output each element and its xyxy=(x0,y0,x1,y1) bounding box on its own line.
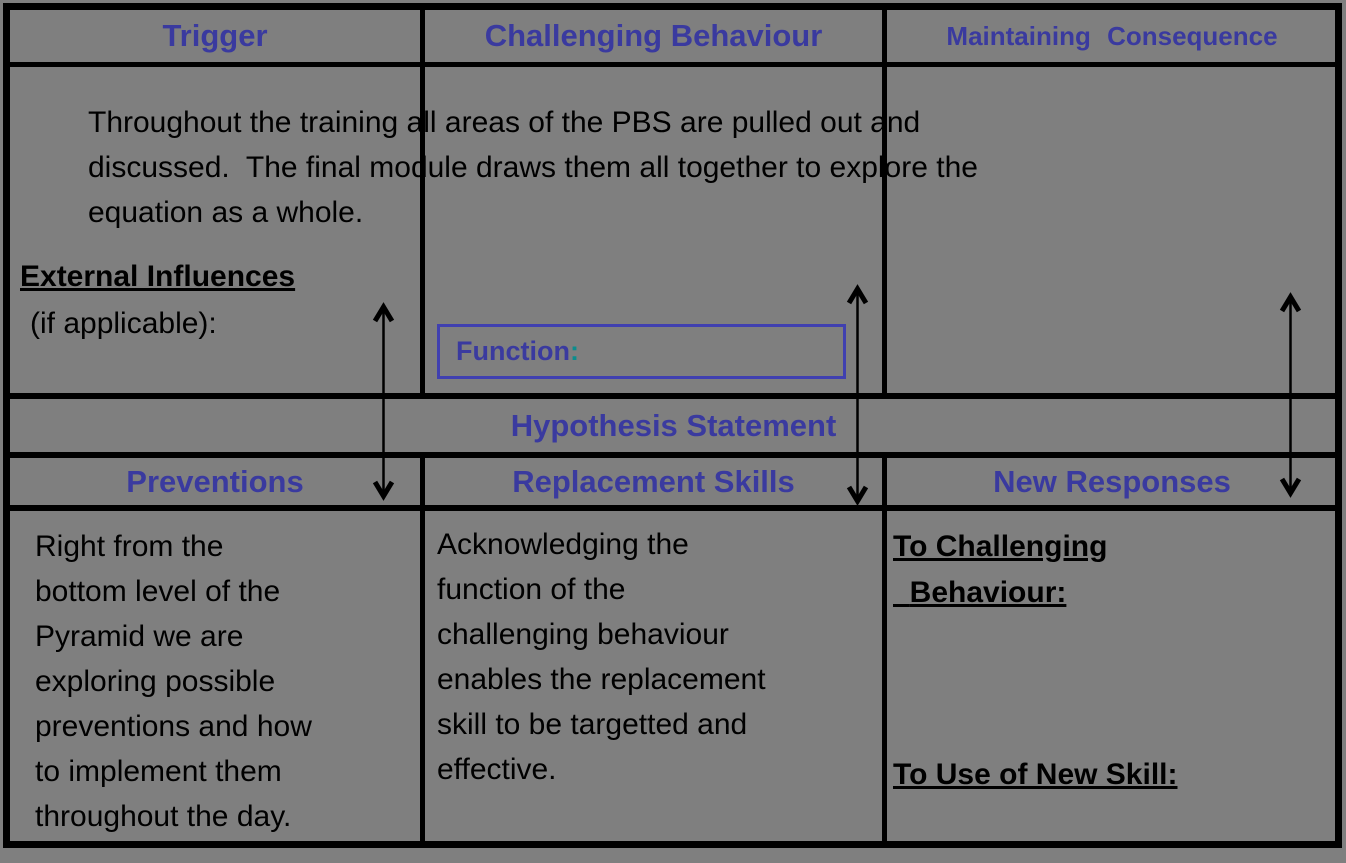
table-line-below-hypothesis xyxy=(3,452,1342,458)
to-use-of-new-skill-label: To Use of New Skill: xyxy=(893,758,1178,791)
external-influences-subtitle: (if applicable): xyxy=(30,307,217,340)
intro-paragraph: Throughout the training all areas of the… xyxy=(88,106,978,229)
header-preventions: Preventions xyxy=(126,463,304,499)
header-trigger: Trigger xyxy=(162,18,268,53)
external-influences-title: External Influences xyxy=(20,260,296,293)
header-challenging-behaviour: Challenging Behaviour xyxy=(484,18,823,53)
header-maintaining-consequence: Maintaining Consequence xyxy=(946,20,1278,51)
column-divider-2-bottom xyxy=(882,458,887,842)
preventions-text: Right from the bottom level of the Pyram… xyxy=(35,530,312,833)
replacement-skills-text: Acknowledging the function of the challe… xyxy=(437,528,766,786)
column-divider-1-bottom xyxy=(420,458,425,842)
to-challenging-behaviour-label: To Challenging Behaviour: xyxy=(893,530,1108,609)
function-label: Function xyxy=(456,336,570,366)
column-divider-1-top xyxy=(420,10,425,393)
table-outer-border xyxy=(3,3,1342,848)
header-new-responses: New Responses xyxy=(993,463,1231,499)
header-hypothesis-statement: Hypothesis Statement xyxy=(510,407,837,443)
table-line-below-bottom-headers xyxy=(3,505,1342,511)
table-line-below-top-headers xyxy=(3,62,1342,67)
function-box: Function: xyxy=(437,324,846,379)
column-divider-2-top xyxy=(882,10,887,393)
table-line-above-hypothesis xyxy=(3,393,1342,399)
function-colon: : xyxy=(569,336,579,366)
header-replacement-skills: Replacement Skills xyxy=(512,463,795,499)
